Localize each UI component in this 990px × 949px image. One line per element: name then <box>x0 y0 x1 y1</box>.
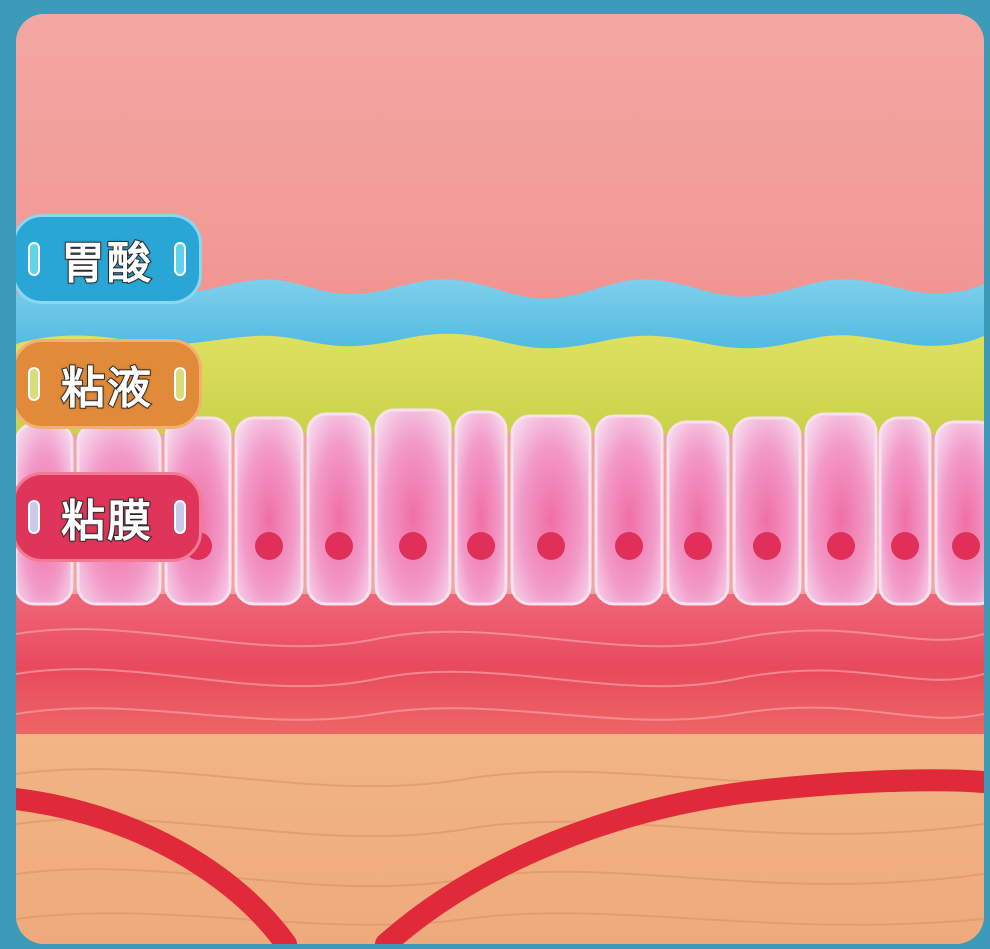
epithelial-cell <box>512 416 590 604</box>
epithelial-cell <box>734 418 800 604</box>
mucus-badge: 粘液 <box>16 339 202 429</box>
mucus-label: 粘液 <box>61 352 153 416</box>
mucosa-badge: 粘膜 <box>16 472 202 562</box>
epithelial-cell <box>236 418 302 604</box>
cell-nucleus <box>255 532 283 560</box>
stomach-acid-badge: 胃酸 <box>16 214 202 304</box>
cell-nucleus <box>827 532 855 560</box>
cell-nucleus <box>684 532 712 560</box>
cell-nucleus <box>891 532 919 560</box>
cell-nucleus <box>615 532 643 560</box>
stomach-acid-label: 胃酸 <box>61 227 153 291</box>
cell-nucleus <box>399 532 427 560</box>
epithelial-cell <box>668 422 728 604</box>
cell-nucleus <box>467 532 495 560</box>
epithelial-cell <box>880 418 930 604</box>
lamina-propria-layer <box>16 594 984 744</box>
epithelial-cell <box>456 412 506 604</box>
epithelial-cell <box>308 414 370 604</box>
cell-nucleus <box>325 532 353 560</box>
epithelial-cell <box>376 410 450 604</box>
cell-nucleus <box>537 532 565 560</box>
mucosa-label: 粘膜 <box>61 485 153 549</box>
epithelial-cell <box>806 414 876 604</box>
cell-nucleus <box>952 532 980 560</box>
cell-nucleus <box>753 532 781 560</box>
tissue-panel: 胃酸 粘液 粘膜 <box>16 14 984 944</box>
epithelial-cell <box>596 416 662 604</box>
epithelial-cell <box>936 422 984 604</box>
